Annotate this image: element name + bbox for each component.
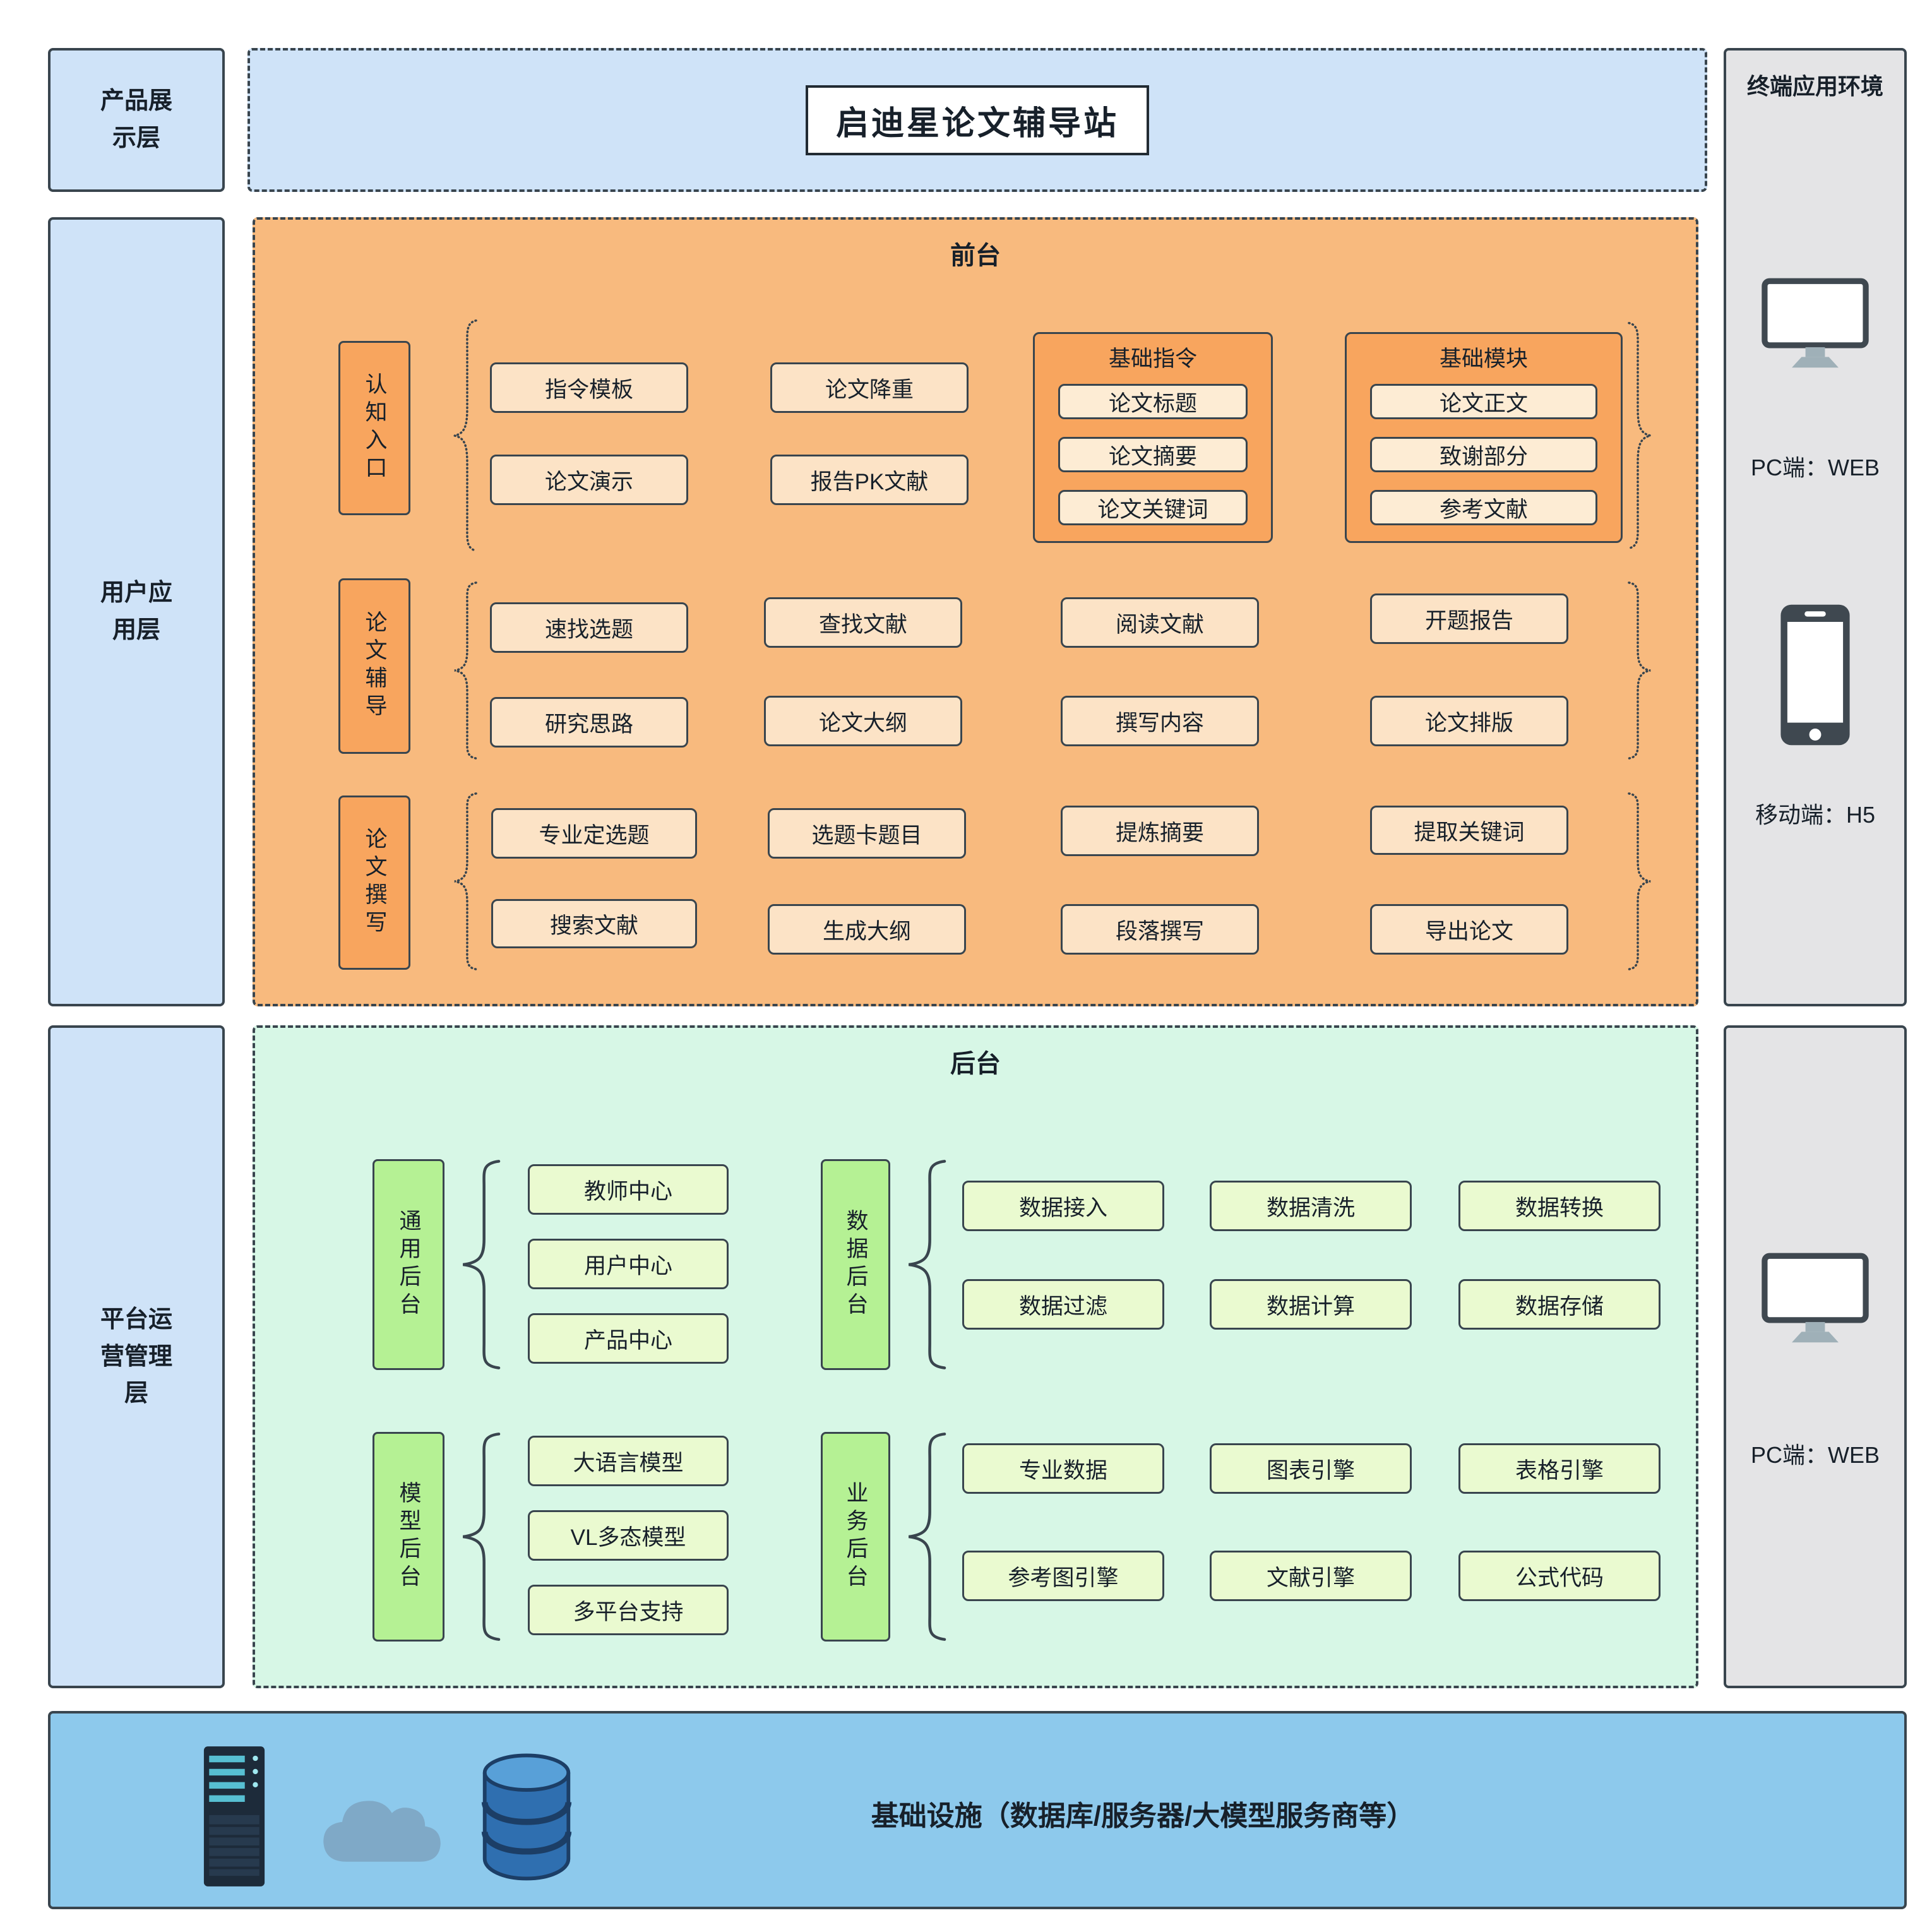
category-business-backend: 业务后台 xyxy=(821,1432,890,1642)
backend-item: 数据清洗 xyxy=(1210,1181,1412,1231)
brace-solid xyxy=(900,1432,951,1642)
frontend-item: 搜索文献 xyxy=(491,899,697,948)
terminal-mobile-label: 移动端：H5 xyxy=(1755,802,1876,828)
frontend-item: 阅读文献 xyxy=(1061,597,1259,648)
terminal-env-panel-2 xyxy=(1724,1025,1907,1688)
backend-item: 数据过滤 xyxy=(962,1279,1164,1330)
frontend-item: 指令模板 xyxy=(490,362,688,413)
brace-solid xyxy=(455,1432,505,1642)
group-label: 基础指令 xyxy=(1108,347,1197,371)
layer-user-application: 用户应用层 xyxy=(48,217,225,1006)
backend-item: 表格引擎 xyxy=(1458,1443,1661,1494)
server-icon xyxy=(200,1744,269,1889)
brace-dotted-left xyxy=(450,581,480,760)
layer-platform-operation: 平台运营管理层 xyxy=(48,1025,225,1688)
layer-label: 平台运营管理层 xyxy=(100,1306,172,1407)
brace-dotted-right xyxy=(1625,321,1655,551)
backend-item: 文献引擎 xyxy=(1210,1551,1412,1601)
backend-item: 数据计算 xyxy=(1210,1279,1412,1330)
backend-item: 用户中心 xyxy=(528,1239,729,1289)
backend-item: 专业数据 xyxy=(962,1443,1164,1494)
backend-item: 公式代码 xyxy=(1458,1551,1661,1601)
backend-item: 大语言模型 xyxy=(528,1436,729,1486)
frontend-item: 查找文献 xyxy=(764,597,962,648)
frontend-item: 论文大纲 xyxy=(764,696,962,746)
brace-dotted-right xyxy=(1625,581,1655,760)
brace-dotted-left xyxy=(450,792,480,971)
backend-item: 教师中心 xyxy=(528,1164,729,1215)
title-band: 启迪星论文辅导站 xyxy=(247,48,1707,192)
brace-dotted-right xyxy=(1625,792,1655,971)
monitor-icon xyxy=(1755,275,1875,372)
infrastructure-label: 基础设施（数据库/服务器/大模型服务商等） xyxy=(871,1801,1415,1832)
frontend-item: 速找选题 xyxy=(490,602,688,653)
layer-label: 用户应用层 xyxy=(100,580,172,643)
cloud-icon xyxy=(316,1785,448,1874)
terminal-pc-label-2: PC端：WEB xyxy=(1750,1442,1880,1468)
frontend-item: 论文关键词 xyxy=(1058,490,1248,525)
monitor-icon xyxy=(1755,1250,1875,1347)
frontend-label: 前台 xyxy=(950,242,1001,270)
backend-label: 后台 xyxy=(950,1050,1001,1078)
category-model-backend: 模型后台 xyxy=(373,1432,444,1642)
backend-item: 数据存储 xyxy=(1458,1279,1661,1330)
category-paper-tutoring: 论文辅导 xyxy=(338,578,410,754)
frontend-item: 论文摘要 xyxy=(1058,437,1248,472)
backend-item: 参考图引擎 xyxy=(962,1551,1164,1601)
frontend-item: 开题报告 xyxy=(1370,593,1568,644)
page-title: 启迪星论文辅导站 xyxy=(805,85,1149,155)
category-general-backend: 通用后台 xyxy=(373,1159,444,1370)
frontend-item: 论文标题 xyxy=(1058,384,1248,419)
group-label: 基础模块 xyxy=(1439,347,1528,371)
frontend-item: 专业定选题 xyxy=(491,808,697,859)
backend-item: 数据转换 xyxy=(1458,1181,1661,1231)
frontend-item: 生成大纲 xyxy=(768,904,966,955)
brace-solid xyxy=(900,1159,951,1370)
category-cognitive-entry: 认知入口 xyxy=(338,341,410,515)
frontend-item: 撰写内容 xyxy=(1061,696,1259,746)
frontend-item: 提取关键词 xyxy=(1370,806,1568,855)
frontend-item: 论文排版 xyxy=(1370,696,1568,746)
terminal-env-panel xyxy=(1724,48,1907,1006)
brace-solid xyxy=(455,1159,505,1370)
backend-item: 多平台支持 xyxy=(528,1585,729,1635)
frontend-item: 论文正文 xyxy=(1370,384,1597,419)
layer-label: 产品展示层 xyxy=(100,88,172,152)
frontend-item: 论文演示 xyxy=(490,455,688,505)
frontend-item: 段落撰写 xyxy=(1061,904,1259,955)
frontend-item: 提炼摘要 xyxy=(1061,806,1259,856)
frontend-item: 报告PK文献 xyxy=(770,455,969,505)
terminal-env-title: 终端应用环境 xyxy=(1746,73,1883,99)
category-data-backend: 数据后台 xyxy=(821,1159,890,1370)
frontend-item: 研究思路 xyxy=(490,697,688,748)
category-paper-writing: 论文撰写 xyxy=(338,796,410,970)
terminal-pc-label: PC端：WEB xyxy=(1750,455,1880,480)
frontend-item: 选题卡题目 xyxy=(768,808,966,859)
layer-product-display: 产品展示层 xyxy=(48,48,225,192)
backend-item: VL多态模型 xyxy=(528,1510,729,1561)
database-icon xyxy=(477,1748,576,1884)
frontend-item: 导出论文 xyxy=(1370,904,1568,955)
backend-item: 数据接入 xyxy=(962,1181,1164,1231)
frontend-item: 致谢部分 xyxy=(1370,437,1597,472)
frontend-item: 参考文献 xyxy=(1370,490,1597,525)
backend-item: 产品中心 xyxy=(528,1313,729,1364)
frontend-item: 论文降重 xyxy=(770,362,969,413)
phone-icon xyxy=(1775,596,1855,754)
backend-item: 图表引擎 xyxy=(1210,1443,1412,1494)
brace-dotted-left xyxy=(450,318,480,553)
